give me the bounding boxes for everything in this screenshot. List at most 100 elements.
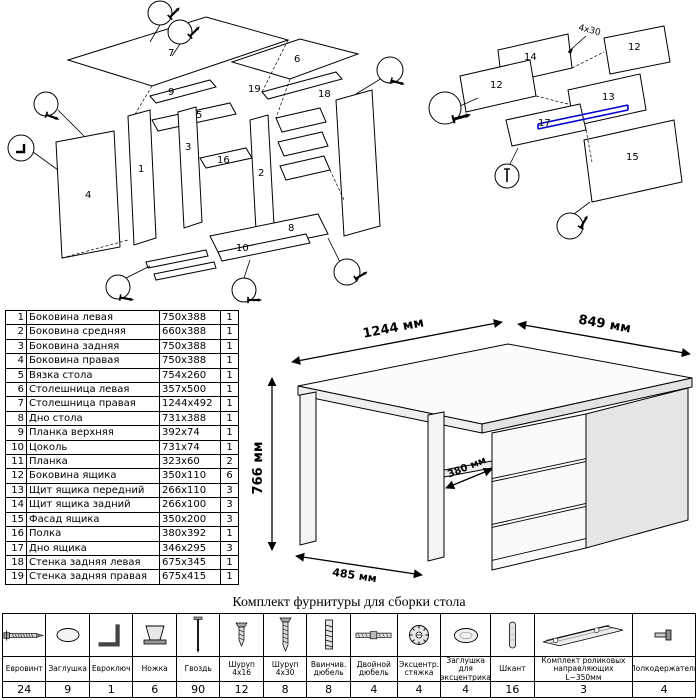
hex-key-icon — [89, 614, 133, 658]
part-qty: 1 — [220, 554, 239, 571]
part-qty: 1 — [220, 396, 239, 412]
hardware-name: Евроключ — [89, 657, 133, 683]
exploded-drawer-panels — [459, 25, 683, 203]
part-label-1: 1 — [138, 164, 144, 175]
hardware-qty: 6 — [151, 683, 159, 697]
hardware-item: Двойной дюбель 4 — [349, 614, 397, 697]
part-label-2: 2 — [258, 168, 264, 179]
part-qty: 1 — [220, 425, 239, 441]
part-qty: 3 — [220, 497, 239, 513]
part-size: 731x74 — [159, 439, 221, 456]
exploded-view-drawer: 14 12 12 13 17 15 4x30 — [428, 23, 683, 240]
table-row: 8 Дно стола 731x388 1 — [5, 410, 239, 427]
part-qty: 2 — [220, 454, 239, 470]
part-label-13: 13 — [602, 92, 615, 103]
part-size: 266x100 — [159, 497, 221, 513]
hardware-table: Евровинт 24 Заглушка 9 Евроключ 1 Ножка … — [2, 613, 696, 698]
dim-depth-label: 849 мм — [577, 313, 632, 337]
part-name: Щит ящика задний — [26, 497, 160, 513]
part-label-4: 4 — [85, 190, 91, 201]
screw-large-icon — [263, 614, 307, 658]
part-label-8: 8 — [288, 223, 294, 234]
part-qty: 1 — [220, 324, 239, 340]
part-size: 350x200 — [159, 511, 221, 528]
part-qty: 3 — [220, 482, 239, 499]
hardware-name: Комплект роликовых направляющих L~350мм — [534, 657, 633, 683]
dim-height-label: 766 мм — [251, 442, 266, 495]
part-label-19: 19 — [248, 84, 261, 95]
part-qty: 1 — [220, 309, 239, 326]
part-label-3: 3 — [185, 142, 191, 153]
nail-icon — [176, 614, 220, 658]
hardware-name: Ввинчив. дюбель — [307, 657, 350, 683]
dimension-lines — [267, 319, 691, 579]
hardware-item: Шуруп 4x16 12 — [219, 614, 263, 697]
part-size: 392x74 — [159, 425, 221, 441]
hardware-qty: 90 — [191, 683, 206, 697]
hardware-item: Ввинчив. дюбель 8 — [306, 614, 350, 697]
drawer-part-labels: 14 12 12 13 17 15 4x30 — [490, 23, 641, 163]
part-qty: 1 — [220, 382, 239, 398]
part-qty: 1 — [220, 569, 239, 585]
desk-body — [297, 343, 693, 571]
cam-cap-icon — [441, 614, 491, 658]
hardware-name: Заглушка — [46, 657, 89, 683]
table-row: 15 Фасад ящика 350x200 3 — [5, 511, 239, 528]
hardware-item: Шуруп 4x30 8 — [262, 614, 307, 697]
hardware-name: Двойной дюбель — [350, 657, 397, 683]
part-name: Вязка стола — [26, 367, 160, 384]
hardware-name: Ножка — [133, 657, 176, 683]
part-size: 346x295 — [159, 540, 221, 556]
hardware-name: Шкант — [491, 657, 534, 683]
part-label-18: 18 — [318, 89, 331, 100]
part-number: 8 — [5, 410, 27, 427]
part-size: 266x110 — [159, 482, 221, 499]
part-size: 350x110 — [159, 468, 221, 484]
part-qty: 1 — [220, 353, 239, 369]
part-size: 731x388 — [159, 410, 221, 427]
screw-size-note: 4x30 — [577, 23, 602, 38]
hardware-name: Полкодержатель — [633, 657, 695, 683]
table-row: 13 Щит ящика передний 266x110 3 — [5, 482, 239, 499]
table-row: 9 Планка верхняя 392x74 1 — [5, 425, 239, 441]
hardware-item: Полкодержатель 4 — [632, 614, 695, 697]
part-number: 9 — [5, 425, 27, 441]
part-number: 2 — [5, 324, 27, 340]
part-number: 3 — [5, 338, 27, 355]
part-number: 4 — [5, 353, 27, 369]
exploded-view-main: 7 6 19 9 4 1 5 3 16 2 10 8 18 — [7, 0, 407, 305]
table-row: 5 Вязка стола 754x260 1 — [5, 367, 239, 384]
part-name: Стенка задняя правая — [26, 569, 160, 585]
part-label-7: 7 — [168, 48, 174, 59]
cap-icon — [46, 614, 89, 658]
part-qty: 1 — [220, 410, 239, 427]
part-qty: 1 — [220, 439, 239, 456]
part-number: 6 — [5, 382, 27, 398]
hardware-qty: 16 — [505, 683, 520, 697]
part-name: Планка — [26, 454, 160, 470]
table-row: 19 Стенка задняя правая 675x415 1 — [5, 569, 239, 585]
part-label-9: 9 — [168, 87, 174, 98]
hardware-qty: 1 — [107, 683, 115, 697]
part-label-14: 14 — [524, 52, 537, 63]
nail-glyph — [504, 168, 510, 182]
part-name: Дно стола — [26, 410, 160, 427]
part-name: Щит ящика передний — [26, 482, 160, 499]
hardware-name: Эксцентр. стяжка — [397, 657, 441, 683]
part-number: 5 — [5, 367, 27, 384]
table-row: 1 Боковина левая 750x388 1 — [5, 309, 239, 326]
hardware-item: Гвоздь 90 — [175, 614, 220, 697]
part-qty: 1 — [220, 367, 239, 384]
table-row: 11 Планка 323x60 2 — [5, 454, 239, 470]
part-number: 14 — [5, 497, 27, 513]
exploded-main-panels — [55, 16, 381, 281]
note-arrowhead — [568, 48, 573, 54]
leg-icon — [133, 614, 176, 658]
shelf-pin-icon — [633, 614, 695, 658]
hardware-name: Заглушка для эксцентрика — [441, 657, 491, 683]
wood-dowel-icon — [491, 614, 534, 658]
part-label-17: 17 — [538, 118, 551, 129]
part-number: 19 — [5, 569, 27, 585]
hardware-qty: 8 — [281, 683, 289, 697]
hardware-item: Евроключ 1 — [88, 614, 133, 697]
